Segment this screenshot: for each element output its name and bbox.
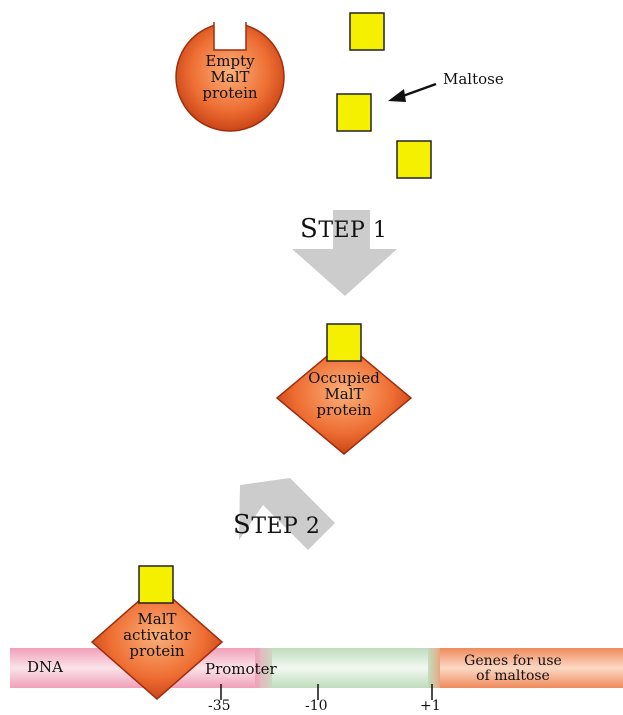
occupied-maltt-protein	[275, 323, 413, 455]
maltose-square	[396, 140, 432, 179]
empty-maltt-protein	[175, 14, 285, 132]
step2-arrow	[239, 478, 335, 550]
step2-label: STEP 2	[233, 510, 321, 540]
position-plus1: +1	[420, 698, 441, 714]
occupied-protein-label: Occupied MalT protein	[308, 369, 380, 419]
maltose-square	[138, 565, 174, 604]
promoter-label: Promoter	[205, 660, 277, 678]
genes-label: Genes for use of maltose	[464, 653, 562, 684]
maltose-square	[326, 323, 362, 362]
maltose-square	[349, 12, 385, 51]
maltose-square	[336, 93, 372, 132]
step1-arrow	[292, 210, 397, 296]
step1-label: STEP 1	[300, 214, 388, 244]
maltt-activator-protein	[90, 565, 224, 700]
maltose-label: Maltose	[443, 70, 504, 88]
empty-protein-label: Empty MalT protein	[202, 52, 258, 102]
activator-protein-label: MalT activator protein	[123, 610, 191, 660]
maltose-pointer-arrow	[388, 82, 437, 102]
position-minus10: -10	[305, 698, 328, 714]
position-minus35: -35	[208, 698, 231, 714]
dna-label: DNA	[27, 658, 63, 676]
position-ticks	[220, 684, 433, 700]
